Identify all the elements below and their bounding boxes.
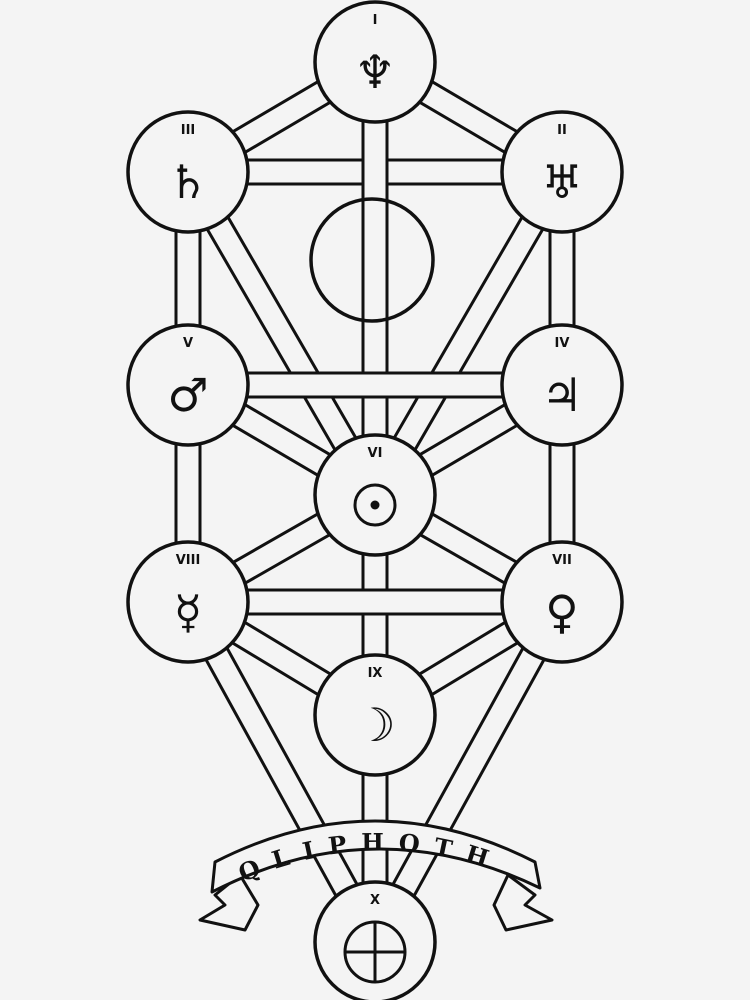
node-circle — [313, 653, 437, 777]
banner-tail-right — [492, 873, 554, 932]
path-fill — [365, 596, 572, 948]
node-1-neptune: I♆ — [313, 0, 437, 124]
node-circle — [126, 110, 250, 234]
node-circle — [313, 0, 437, 124]
path-fill — [178, 166, 385, 501]
banner-tail-left — [198, 873, 260, 932]
node-circle — [126, 540, 250, 664]
node-circle — [500, 540, 624, 664]
empty-circle — [309, 197, 435, 323]
node-7-venus: VII ♀ — [500, 540, 624, 664]
node-6-sun: VI — [313, 433, 437, 557]
node-numeral: I — [373, 13, 378, 28]
node-circle — [313, 433, 437, 557]
uranus-icon: ♅ — [541, 155, 582, 209]
banner-ribbon — [210, 819, 542, 894]
node-numeral: III — [181, 123, 196, 138]
moon-icon: ☽ — [354, 698, 395, 752]
node-circle — [500, 110, 624, 234]
node-2-uranus: II ♅ — [500, 110, 624, 234]
node-3-saturn: III ♄ — [126, 110, 250, 234]
node-numeral: IX — [368, 666, 383, 681]
jupiter-icon: ♃ — [541, 368, 582, 422]
node-4-jupiter: IV ♃ — [500, 323, 624, 447]
node-numeral: II — [557, 123, 567, 138]
node-circle — [126, 323, 250, 447]
node-9-moon: IX ☽ — [313, 653, 437, 777]
node-numeral: X — [370, 893, 380, 908]
node-numeral: VI — [368, 446, 383, 461]
node-numeral: IV — [555, 336, 570, 351]
node-numeral: VII — [552, 553, 572, 568]
path-8-10 — [176, 595, 387, 949]
node-5-mars: V♂ — [126, 323, 250, 447]
mercury-icon: ☿ — [174, 585, 202, 639]
node-10-earth: X — [313, 880, 437, 1000]
sun-dot — [370, 500, 380, 510]
mars-icon: ♂ — [167, 368, 208, 422]
node-numeral: VIII — [176, 553, 201, 568]
neptune-icon: ♆ — [354, 45, 395, 99]
path-2-6 — [363, 165, 574, 502]
node-circle — [500, 323, 624, 447]
sun-icon — [353, 483, 397, 527]
earth-icon — [343, 920, 407, 984]
saturn-icon: ♄ — [167, 155, 208, 209]
path-3-6 — [176, 165, 387, 502]
venus-icon: ♀ — [545, 585, 579, 639]
path-fill — [365, 166, 572, 501]
node-8-mercury: VIII ☿ — [126, 540, 250, 664]
path-7-10 — [363, 595, 574, 949]
node-numeral: V — [183, 336, 193, 351]
path-fill — [178, 596, 385, 948]
